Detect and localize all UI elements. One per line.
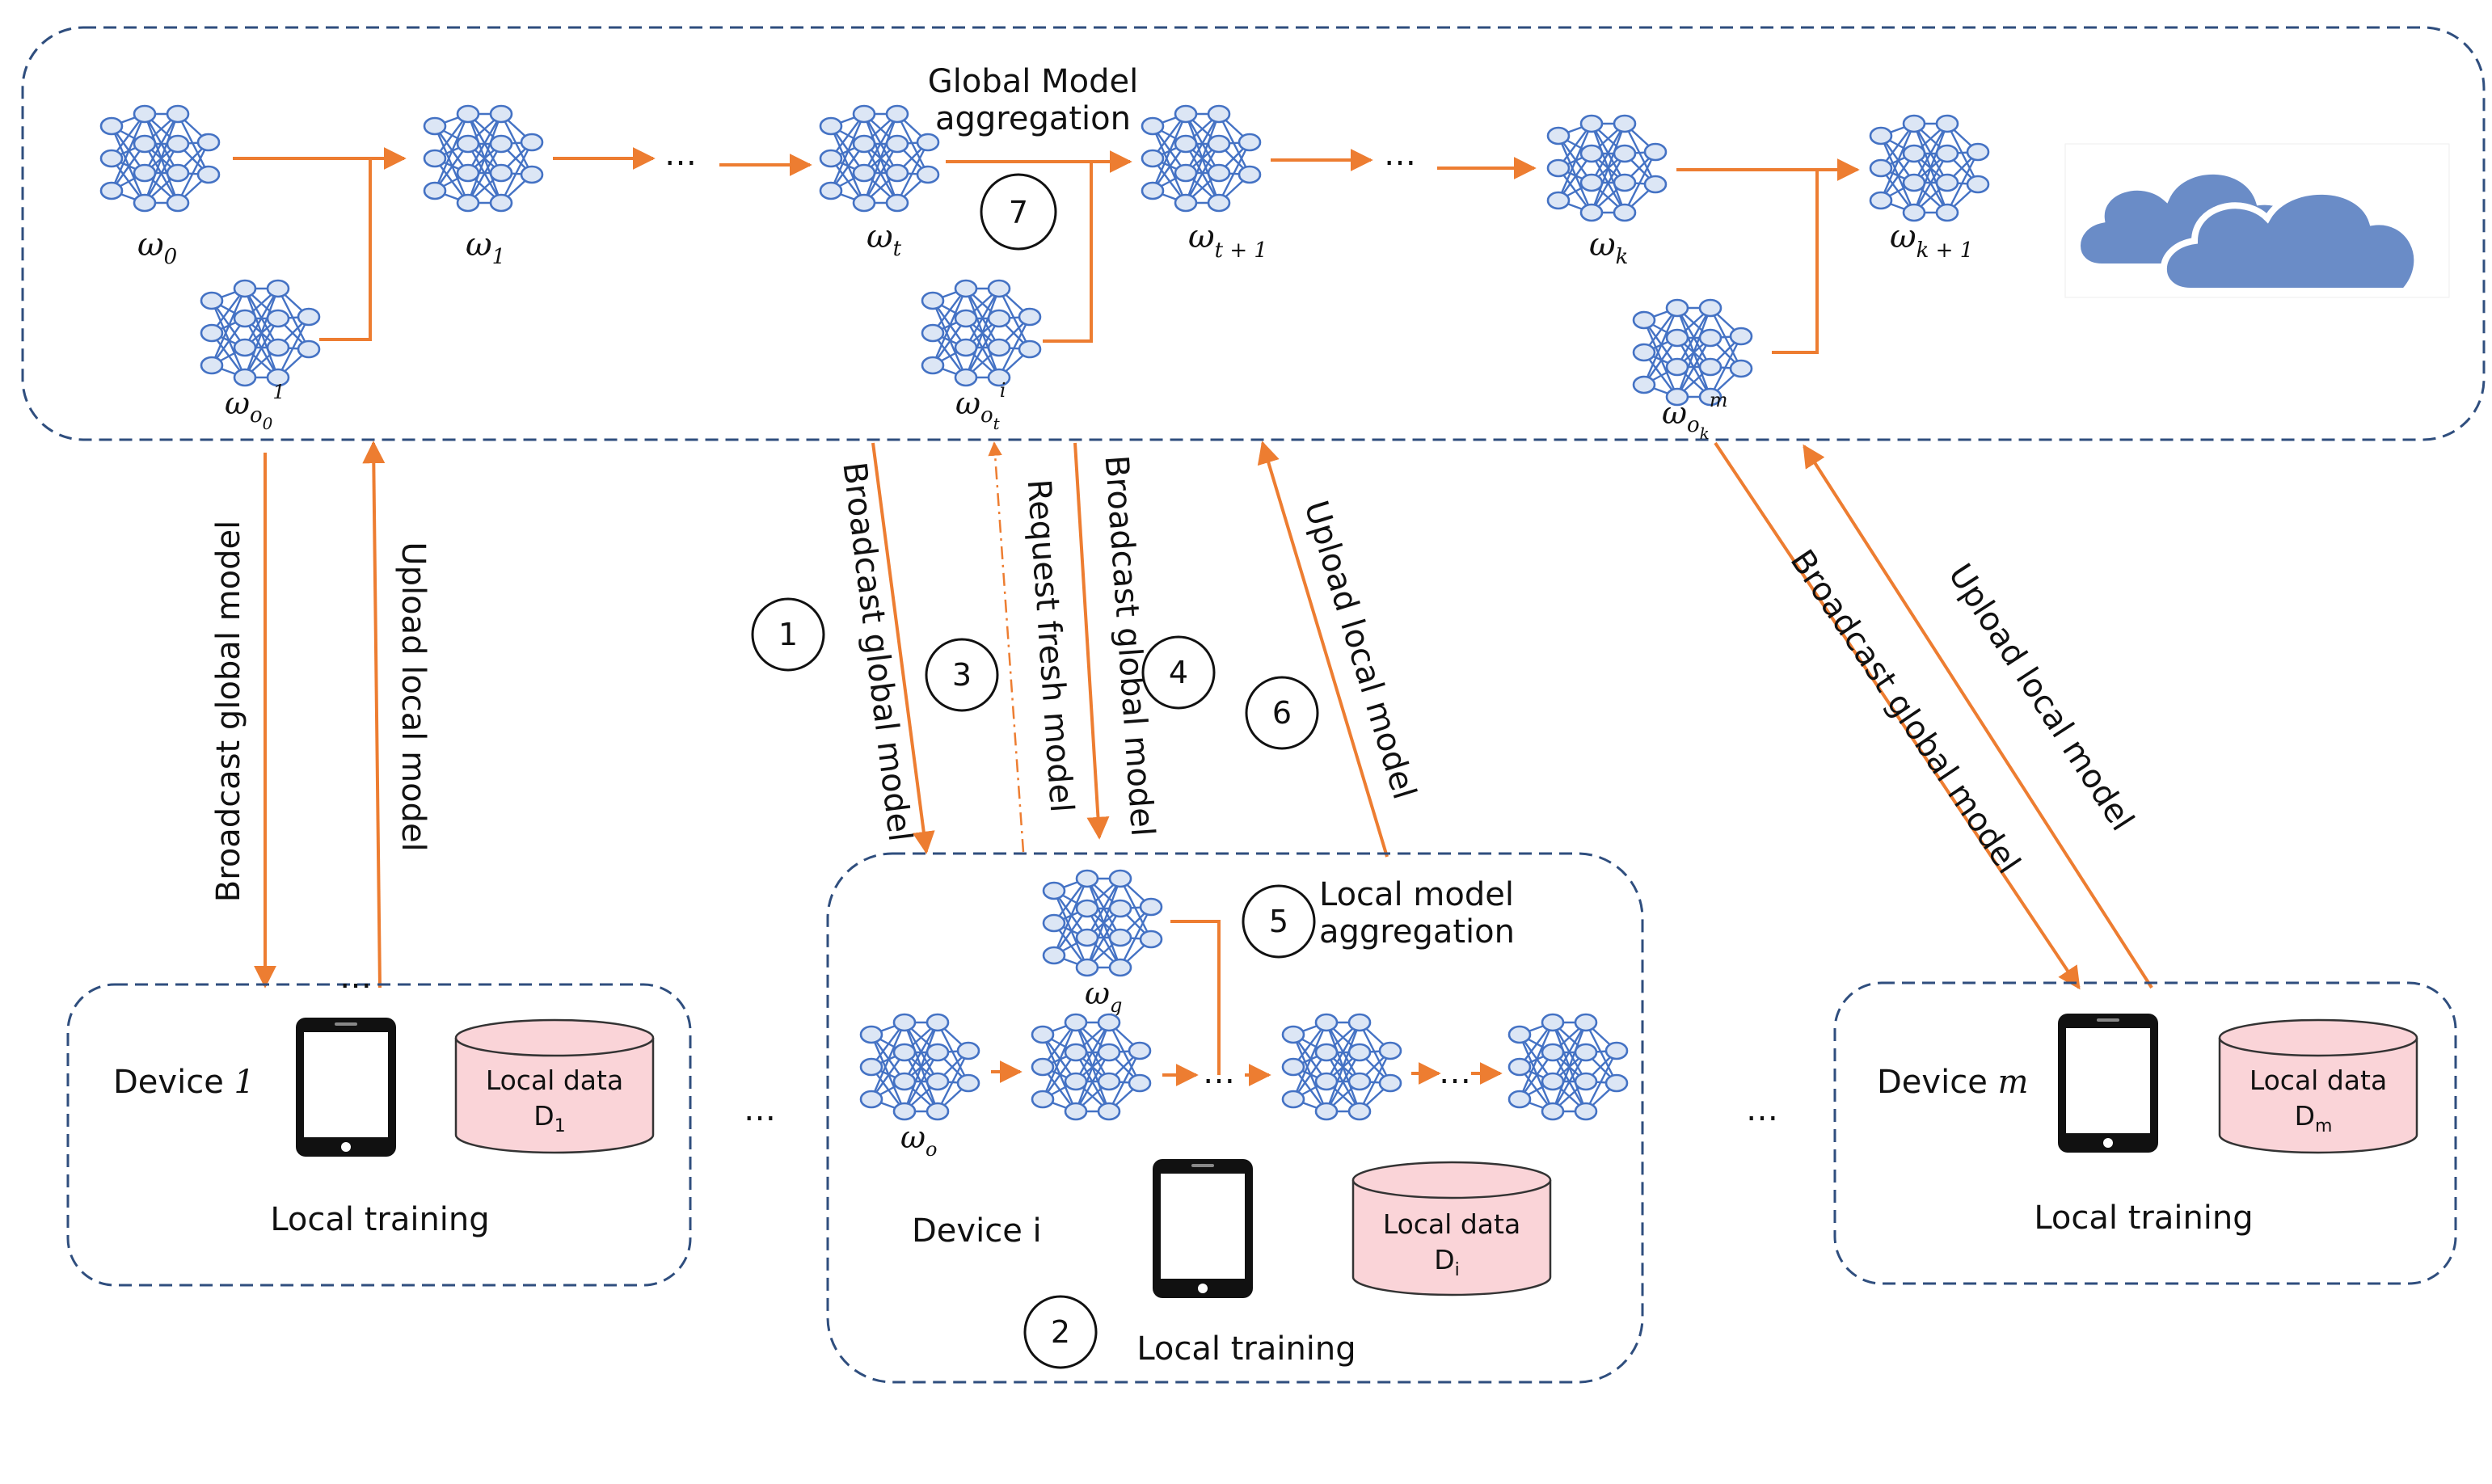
step-6-marker: 6: [1245, 676, 1319, 750]
arrow-request-fresh-model: [988, 441, 1025, 853]
between-devices-ellipsis-1: …: [744, 1091, 776, 1128]
model-icon-wk: [1546, 114, 1668, 222]
model-icon-devicei-2: [1031, 1013, 1152, 1121]
label-upload-device1: Upload local model: [394, 542, 432, 851]
device1-frame: [66, 983, 692, 1287]
label-broadcast-devicei-step4: Broadcast global model: [1098, 454, 1162, 837]
label-request-fresh-model: Request fresh model: [1020, 479, 1081, 814]
model-icon-wk1: [1869, 114, 1990, 222]
step-7-marker: 7: [980, 173, 1057, 251]
server-ellipsis-1: …: [664, 136, 697, 173]
svg-text:5: 5: [1269, 904, 1288, 939]
global-aggregation-label: Global Model: [928, 63, 1138, 100]
devicei-phone-icon: [1153, 1159, 1253, 1298]
arrow-upload-devicei: [1257, 441, 1389, 858]
devicem-training-label: Local training: [2034, 1199, 2253, 1237]
label-broadcast-devicei-step1: Broadcast global model: [835, 460, 918, 843]
label-wt1: ωt + 1: [1188, 218, 1267, 263]
svg-text:3: 3: [952, 657, 972, 693]
step-2-marker: 2: [1023, 1295, 1098, 1369]
label-wot: ωoti: [955, 379, 1006, 433]
label-w1: ω1: [466, 226, 505, 269]
svg-text:1: 1: [778, 617, 798, 652]
model-icon-w0: [99, 104, 221, 213]
label-w0: ω0: [137, 226, 177, 269]
model-icon-wg: [1042, 869, 1163, 977]
local-aggregation-label: Local model: [1319, 876, 1514, 913]
model-icon-wo0: [200, 279, 321, 387]
devicem-data-symbol: Dm: [2295, 1100, 2333, 1136]
label-wok: ωokm: [1662, 389, 1728, 443]
devicem-frame: [1833, 981, 2457, 1285]
server-ellipsis-2: …: [1384, 136, 1416, 173]
local-aggregation-label-2: aggregation: [1319, 913, 1515, 951]
model-icon-devicei-4: [1507, 1013, 1629, 1121]
model-icon-wt1: [1141, 104, 1262, 213]
device1-label: Device 1: [113, 1064, 255, 1101]
device1-phone-icon: [296, 1018, 396, 1157]
svg-text:6: 6: [1272, 695, 1292, 731]
label-wg: ωg: [1085, 976, 1122, 1017]
label-upload-devicei: Upload local model: [1297, 496, 1423, 803]
arrow-broadcast-devicem: [1714, 441, 2081, 990]
arrow-broadcast-devicei-step1: [871, 442, 935, 854]
devicei-data-label: Local data: [1383, 1208, 1520, 1240]
device1-data-label: Local data: [486, 1065, 623, 1096]
label-wt: ωt: [867, 218, 902, 261]
model-icon-wt: [819, 104, 940, 213]
devicem-phone-icon: [2058, 1014, 2158, 1153]
model-icon-devicei-1: [859, 1013, 980, 1121]
model-icon-devicei-3: [1281, 1013, 1402, 1121]
arrow-upload-device1: [362, 441, 386, 989]
step-5-marker: 5: [1242, 884, 1316, 959]
arrow-upload-devicem: [1803, 444, 2153, 989]
devicei-training-label: Local training: [1136, 1330, 1356, 1368]
step-3-marker: 3: [925, 638, 999, 712]
cloud-icon: [2064, 143, 2450, 298]
between-devices-ellipsis-2: …: [1746, 1091, 1778, 1128]
model-icon-wok: [1632, 298, 1753, 407]
devicei-frame: [826, 852, 1644, 1384]
server-frame: [21, 26, 2486, 441]
label-broadcast-device1: Broadcast global model: [210, 521, 247, 902]
devicei-label: Device i: [912, 1212, 1042, 1250]
devicei-data-symbol: Di: [1434, 1244, 1460, 1280]
device1-ellipsis-small: …: [339, 959, 372, 996]
label-wk1: ωk + 1: [1890, 218, 1973, 263]
device1-data-symbol: D1: [533, 1100, 565, 1136]
step-4-marker: 4: [1141, 635, 1216, 710]
devicem-data-label: Local data: [2250, 1065, 2387, 1096]
model-icon-w1: [423, 104, 544, 213]
global-aggregation-label-2: aggregation: [935, 100, 1131, 137]
devicem-label: Device m: [1877, 1064, 2028, 1101]
devicei-ellipsis-2: …: [1439, 1054, 1471, 1091]
svg-text:4: 4: [1169, 655, 1188, 690]
label-wk: ωk: [1589, 226, 1628, 269]
label-wo-local: ωo: [900, 1119, 937, 1161]
step-1-marker: 1: [751, 597, 825, 672]
label-wo0: ωo01: [225, 381, 285, 433]
arrow-broadcast-devicei-step4: [1073, 442, 1110, 840]
device1-training-label: Local training: [270, 1201, 489, 1238]
svg-text:7: 7: [1009, 195, 1028, 230]
model-icon-wot: [921, 279, 1042, 387]
devicei-ellipsis-1: …: [1203, 1054, 1235, 1091]
svg-text:2: 2: [1051, 1314, 1070, 1350]
